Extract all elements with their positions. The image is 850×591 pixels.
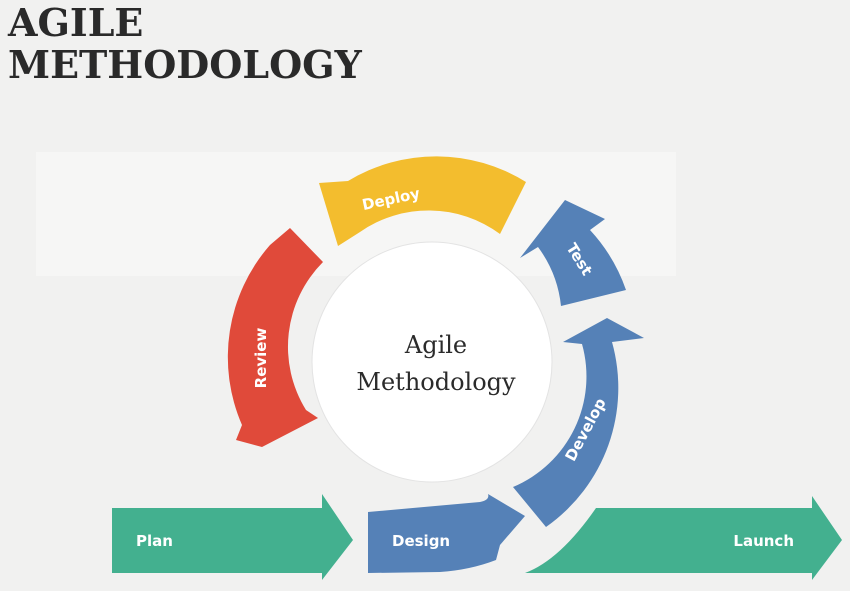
- plan-label: Plan: [136, 532, 173, 550]
- launch-label: Launch: [733, 532, 794, 550]
- plan-arrow: Plan: [112, 494, 353, 580]
- develop-arrow-shape: [513, 318, 644, 527]
- test-arrow: Test: [520, 200, 626, 306]
- review-label: Review: [252, 328, 270, 389]
- deploy-arrow: Deploy: [319, 156, 526, 246]
- deploy-arrow-shape: [319, 156, 526, 246]
- center-circle: [311, 241, 553, 483]
- plan-arrow-shape: [112, 494, 353, 580]
- page-title: AGILE METHODOLOGY: [8, 0, 362, 87]
- design-arrow: Design: [368, 494, 525, 573]
- review-arrow: Review: [227, 228, 323, 447]
- center-label-line2: Methodology: [356, 368, 516, 396]
- center-label-line1: Agile: [404, 331, 467, 359]
- launch-arrow-shape: [525, 496, 842, 580]
- design-label: Design: [392, 532, 450, 550]
- design-arrow-shape: [368, 494, 525, 573]
- test-arrow-shape: [520, 200, 626, 306]
- launch-arrow: Launch: [525, 496, 842, 580]
- review-arrow-shape: [227, 228, 323, 447]
